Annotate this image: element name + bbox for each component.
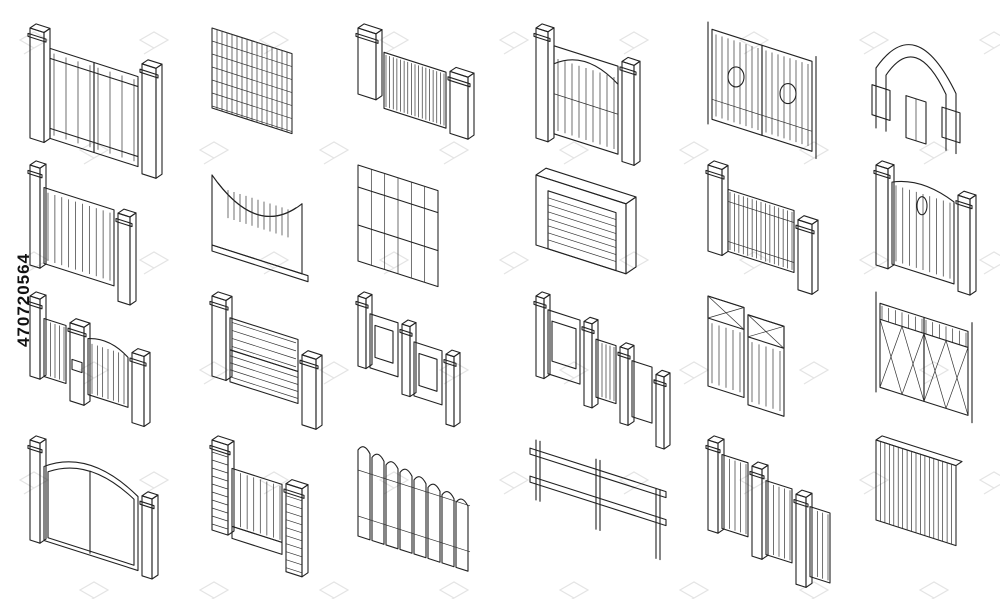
mesh-fence-panel-icon bbox=[211, 27, 293, 135]
ornamental-double-gate-icon bbox=[707, 21, 817, 160]
cross-top-picket-fence-icon bbox=[707, 295, 785, 417]
arched-gate-with-pillars-icon bbox=[873, 160, 977, 296]
brick-wall-fence-icon bbox=[209, 291, 323, 430]
watermark-pattern bbox=[18, 31, 1000, 604]
wall-with-small-gate-icon bbox=[533, 291, 671, 450]
garage-door-icon bbox=[535, 167, 637, 275]
iron-grid-fence-icon bbox=[357, 164, 439, 288]
panel-gate-icon bbox=[27, 160, 137, 306]
bar-gate-between-pillars-icon bbox=[355, 23, 475, 140]
triple-picket-gate-icon bbox=[705, 435, 831, 588]
sliding-gate-with-pillars-icon bbox=[705, 160, 819, 295]
arched-wrought-iron-gate-icon bbox=[533, 23, 641, 166]
x-braced-metal-gate-icon bbox=[875, 291, 973, 424]
wooden-picket-fence-icon bbox=[357, 446, 471, 572]
gate-with-mailbox-icon bbox=[27, 291, 151, 428]
arched-double-door-gate-icon bbox=[27, 435, 159, 580]
split-rail-fence-icon bbox=[529, 439, 667, 561]
concave-wall-railing-icon bbox=[211, 174, 309, 283]
panel-fence-with-posts-icon bbox=[355, 291, 461, 428]
vertical-board-fence-icon bbox=[875, 435, 963, 547]
double-gate-with-pillars-icon bbox=[27, 23, 163, 179]
stock-id-label: 470720564 bbox=[14, 252, 33, 348]
stone-arch-doorway-icon bbox=[871, 44, 961, 155]
brick-pillar-railing-icon bbox=[209, 435, 309, 578]
